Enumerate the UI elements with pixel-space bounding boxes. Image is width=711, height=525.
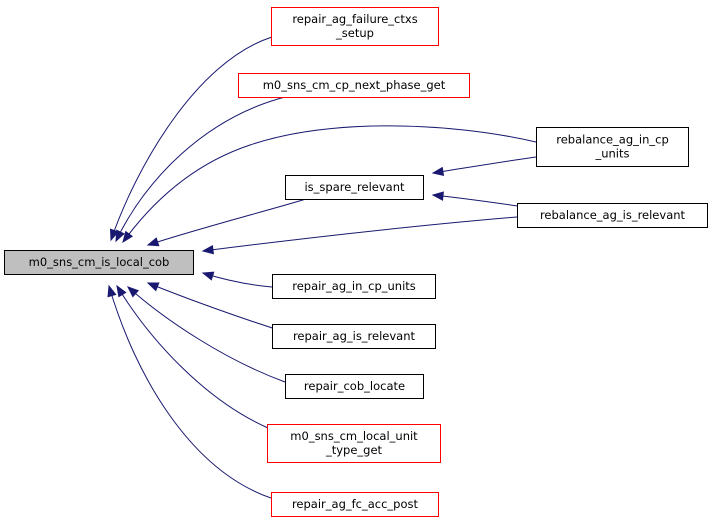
edge-line <box>127 286 286 383</box>
edge-cob_locate-to-main <box>126 286 286 383</box>
edge-reb_in_cp-to-spare_rel <box>431 156 537 177</box>
edge-line <box>432 194 519 207</box>
node-label: _setup <box>335 26 374 40</box>
focus-node[interactable]: m0_sns_cm_is_local_cob <box>4 250 194 275</box>
arrowhead-icon <box>146 282 160 292</box>
arrowhead-icon <box>201 271 215 281</box>
arrowhead-icon <box>116 284 127 298</box>
arrowhead-icon <box>126 286 140 298</box>
node-box[interactable] <box>285 175 424 200</box>
node-reb_is_rel[interactable]: rebalance_ag_is_relevant <box>517 203 708 228</box>
node-box[interactable] <box>4 250 194 275</box>
node-label: m0_sns_cm_cp_next_phase_get <box>263 78 446 92</box>
node-spare_rel[interactable]: is_spare_relevant <box>285 175 424 200</box>
edge-failure_ctxs-to-main <box>109 36 273 242</box>
arrowhead-icon <box>431 191 444 201</box>
node-label: repair_ag_failure_ctxs <box>292 12 417 26</box>
node-box[interactable] <box>271 492 439 517</box>
arrowhead-icon <box>122 230 134 244</box>
node-label: m0_sns_cm_is_local_cob <box>29 255 170 269</box>
edge-reb_in_cp-to-main <box>122 125 537 244</box>
node-label: repair_ag_is_relevant <box>293 329 416 343</box>
node-box[interactable] <box>272 324 436 349</box>
node-box[interactable] <box>285 374 424 399</box>
node-next_phase[interactable]: m0_sns_cm_cp_next_phase_get <box>238 73 470 98</box>
arrowhead-icon <box>107 284 117 298</box>
node-rep_in_cp[interactable]: repair_ag_in_cp_units <box>272 274 436 299</box>
nodes-layer: m0_sns_cm_is_local_cob repair_ag_failure_… <box>4 7 708 517</box>
node-label: repair_ag_in_cp_units <box>292 279 416 293</box>
node-reb_in_cp[interactable]: rebalance_ag_in_cp_units <box>536 127 689 167</box>
node-label: repair_ag_fc_acc_post <box>292 497 419 511</box>
edge-line <box>122 125 537 243</box>
node-box[interactable] <box>536 127 689 167</box>
node-fc_acc[interactable]: repair_ag_fc_acc_post <box>271 492 439 517</box>
edge-reb_is_rel-to-spare_rel <box>431 191 519 207</box>
edge-fc_acc-to-main <box>107 284 272 499</box>
node-unit_type[interactable]: m0_sns_cm_local_unit_type_get <box>267 424 441 463</box>
edge-line <box>115 96 286 242</box>
edges-layer <box>107 36 537 499</box>
edge-line <box>110 36 273 241</box>
edge-line <box>432 156 537 174</box>
node-cob_locate[interactable]: repair_cob_locate <box>285 374 424 399</box>
edge-rep_in_cp-to-main <box>201 271 273 288</box>
node-label: _units <box>594 147 629 161</box>
edge-line <box>116 285 269 429</box>
node-label: repair_cob_locate <box>304 379 405 393</box>
node-box[interactable] <box>238 73 470 98</box>
node-box[interactable] <box>271 7 439 46</box>
node-label: _type_get <box>325 443 383 457</box>
arrowhead-icon <box>115 229 125 243</box>
node-label: is_spare_relevant <box>304 180 405 194</box>
edge-unit_type-to-main <box>116 284 269 429</box>
edge-spare_rel-to-main <box>146 198 307 247</box>
edge-rep_is_rel-to-main <box>146 282 289 334</box>
edge-line <box>202 272 273 288</box>
arrowhead-icon <box>201 244 215 255</box>
edge-reb_is_rel-to-main <box>201 216 518 255</box>
edge-line <box>147 282 289 334</box>
arrowhead-icon <box>146 237 160 247</box>
node-label: m0_sns_cm_local_unit <box>290 429 418 443</box>
edge-line <box>108 285 272 499</box>
arrowhead-icon <box>431 166 445 177</box>
node-label: rebalance_ag_is_relevant <box>540 208 686 222</box>
edge-line <box>202 216 518 252</box>
node-box[interactable] <box>517 203 708 228</box>
node-box[interactable] <box>272 274 436 299</box>
edge-next_phase-to-main <box>115 96 286 243</box>
node-box[interactable] <box>267 424 441 463</box>
edge-line <box>147 198 307 246</box>
node-label: rebalance_ag_in_cp <box>556 133 669 147</box>
node-rep_is_rel[interactable]: repair_ag_is_relevant <box>272 324 436 349</box>
node-failure_ctxs[interactable]: repair_ag_failure_ctxs_setup <box>271 7 439 46</box>
